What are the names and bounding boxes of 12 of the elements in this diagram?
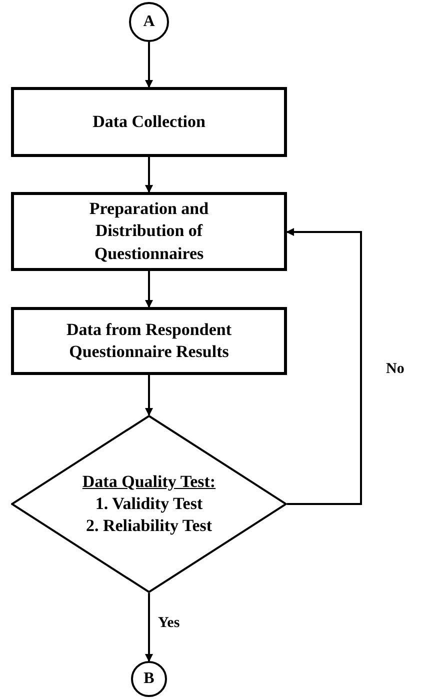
- arrow: [286, 228, 362, 505]
- arrow: [145, 593, 153, 662]
- process-box: Data from Respondent Questionnaire Results: [11, 307, 287, 375]
- arrow: [145, 271, 153, 308]
- decision-text: 1. Validity Test: [95, 492, 203, 515]
- decision-text: 2. Reliability Test: [86, 515, 212, 538]
- process-box: Preparation and Distribution of Questionnaires: [11, 192, 287, 271]
- arrow: [145, 375, 153, 416]
- arrow: [145, 157, 153, 193]
- process-box: Data Collection: [11, 87, 287, 157]
- decision-text: Data Quality Test:: [82, 470, 216, 493]
- arrow: [145, 42, 153, 88]
